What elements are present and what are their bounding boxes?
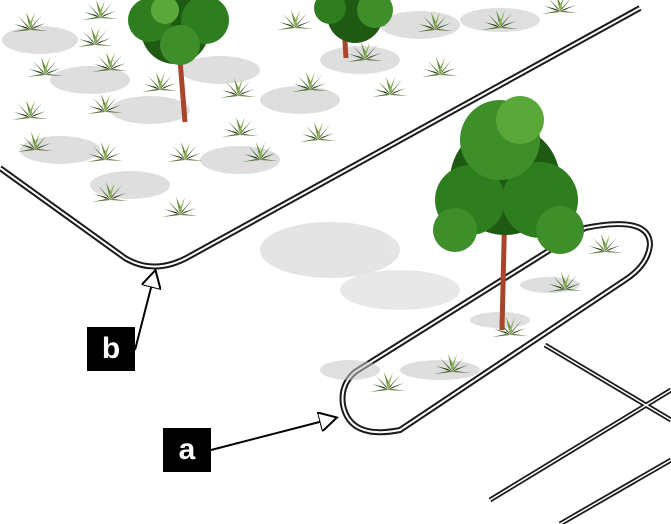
arrow-icon [210,418,335,451]
callout-b-label: b [87,327,135,371]
arrow-icon [134,272,155,351]
tree-icon [314,0,393,59]
parking-stripes [488,342,671,524]
tree-icon [433,96,584,331]
tree-icon [128,0,229,123]
upper-planting-bed [0,0,642,310]
island-planter-a [320,96,654,436]
callout-a-label: a [163,428,211,472]
